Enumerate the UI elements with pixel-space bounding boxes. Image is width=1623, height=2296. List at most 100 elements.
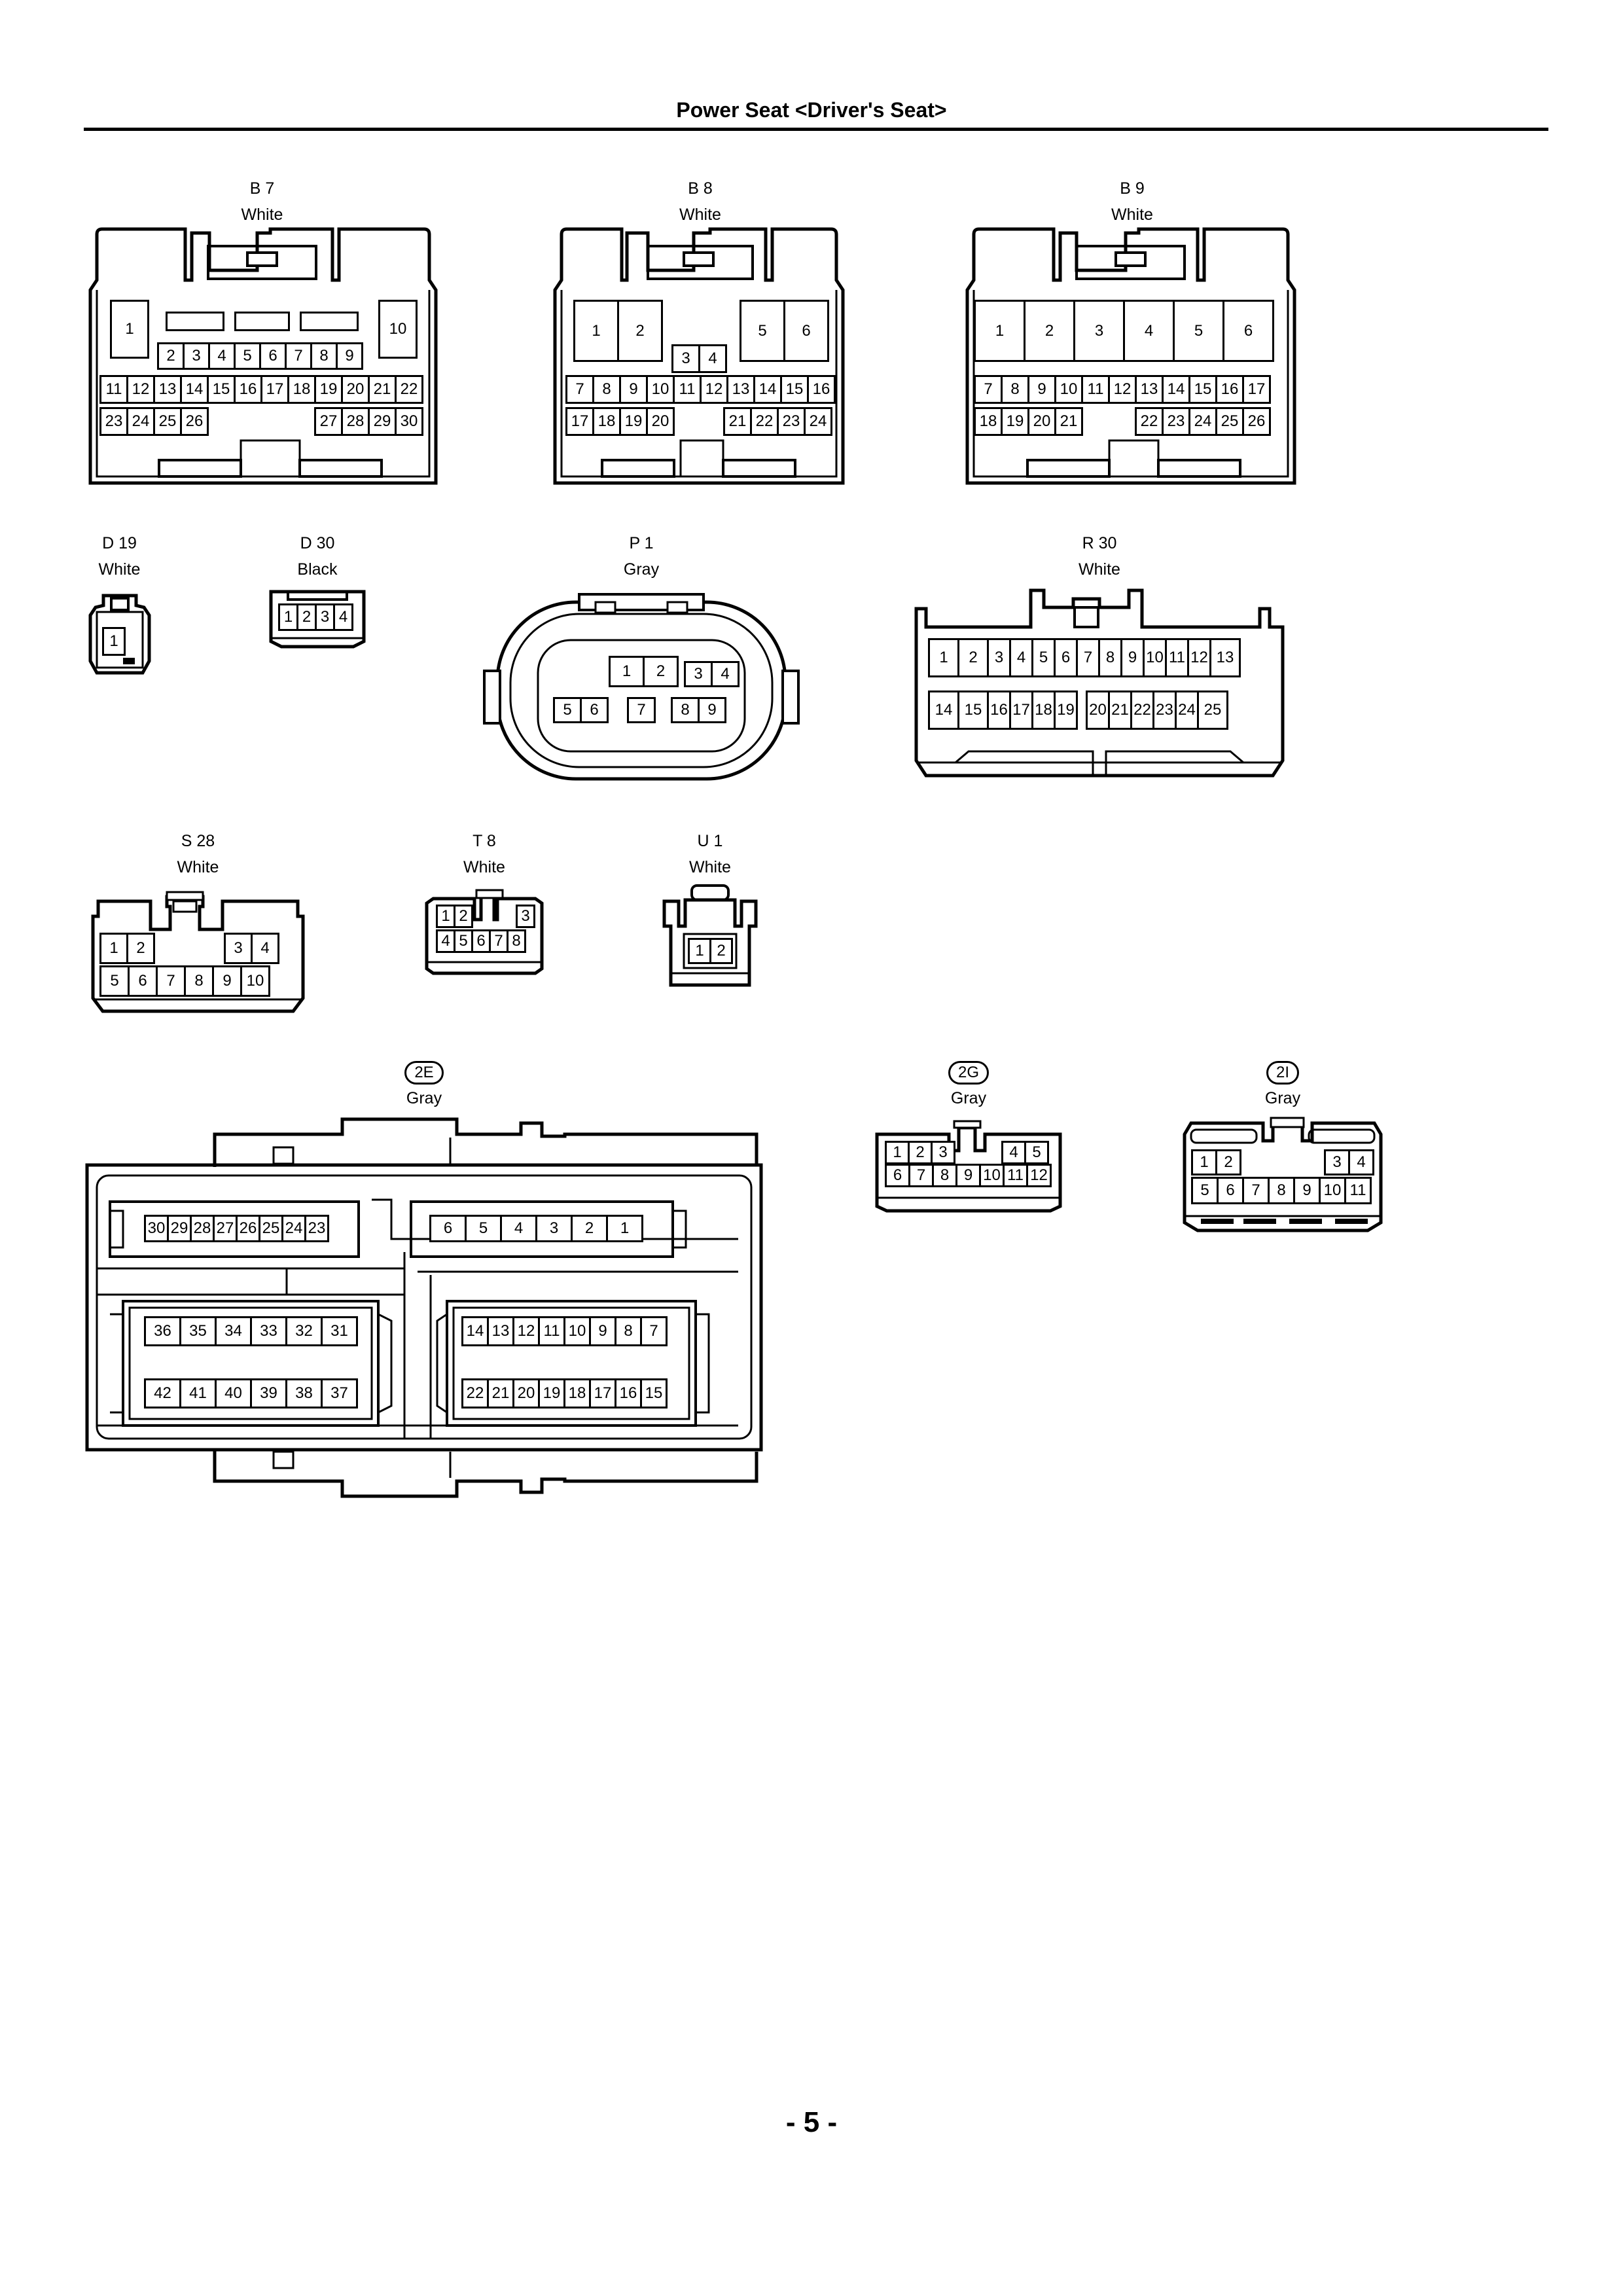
housing-outline <box>88 227 438 485</box>
pin: 13 <box>153 375 182 404</box>
pin: 9 <box>212 965 242 997</box>
pin: 5 <box>454 929 473 953</box>
connector-id: 2G <box>948 1061 989 1085</box>
pin: 8 <box>671 697 700 723</box>
connector-p1: P 1 Gray 1 2 3 4 5 6 7 8 9 <box>478 530 805 785</box>
key-slot <box>300 312 359 331</box>
pin: 7 <box>285 342 312 370</box>
pin: 33 <box>250 1316 287 1346</box>
pin: 14 <box>753 375 782 404</box>
pin: 14 <box>1162 375 1190 404</box>
pin: 8 <box>507 929 526 953</box>
pin: 9 <box>336 342 363 370</box>
connector-color: White <box>679 206 721 224</box>
pin: 8 <box>1098 638 1122 677</box>
pin: 25 <box>1215 407 1244 436</box>
pin: 9 <box>698 697 726 723</box>
pin: 5 <box>1024 1141 1049 1164</box>
pin: 10 <box>979 1164 1005 1187</box>
pin: 10 <box>563 1316 591 1346</box>
pin: 21 <box>723 407 752 436</box>
housing-outline <box>1183 1117 1383 1232</box>
pin: 4 <box>711 661 740 687</box>
pin: 3 <box>987 638 1011 677</box>
pin: 20 <box>1086 691 1110 730</box>
page-title: Power Seat <Driver's Seat> <box>676 98 947 122</box>
pin: 1 <box>573 300 619 362</box>
pin: 14 <box>461 1316 489 1346</box>
pin: 8 <box>932 1164 957 1187</box>
pin: 7 <box>156 965 186 997</box>
pin: 1 <box>974 300 1026 362</box>
pin: 3 <box>315 603 335 631</box>
pin: 7 <box>565 375 594 404</box>
pin: 30 <box>395 407 423 436</box>
pin: 28 <box>190 1215 215 1242</box>
pin: 9 <box>1120 638 1145 677</box>
pin: 18 <box>1031 691 1056 730</box>
pin: 4 <box>1009 638 1033 677</box>
pin: 1 <box>1191 1149 1217 1175</box>
pin: 8 <box>592 375 621 404</box>
pin: 2 <box>1215 1149 1241 1175</box>
pin: 6 <box>580 697 609 723</box>
housing-outline <box>425 889 544 975</box>
pin: 15 <box>780 375 809 404</box>
connector-color: White <box>241 206 283 224</box>
connector-color: White <box>689 858 731 876</box>
connector-2g: 2G Gray 1 2 3 4 5 6 7 8 9 10 11 12 <box>870 1059 1067 1216</box>
pin: 4 <box>436 929 455 953</box>
pin: 19 <box>1054 691 1078 730</box>
connector-id: B 8 <box>688 179 713 198</box>
housing-outline <box>85 1117 763 1498</box>
pin: 1 <box>688 938 711 964</box>
connector-2i: 2I Gray 1 2 3 4 5 6 7 8 9 10 11 <box>1171 1059 1394 1242</box>
connector-u1: U 1 White 1 2 <box>651 828 769 998</box>
pin: 6 <box>1222 300 1274 362</box>
pin: 21 <box>1054 407 1083 436</box>
pin: 8 <box>184 965 214 997</box>
connector-id: D 19 <box>102 534 137 552</box>
pin: 19 <box>538 1378 565 1408</box>
pin: 2 <box>709 938 733 964</box>
pin: 1 <box>885 1141 910 1164</box>
connector-color: White <box>1079 560 1120 579</box>
pin: 16 <box>987 691 1011 730</box>
pin: 4 <box>1001 1141 1026 1164</box>
pin: 3 <box>931 1141 955 1164</box>
pin: 17 <box>260 375 289 404</box>
pin: 4 <box>1348 1149 1374 1175</box>
pin: 4 <box>698 344 727 373</box>
pin: 18 <box>592 407 621 436</box>
pin: 1 <box>606 1215 643 1242</box>
pin: 2 <box>617 300 663 362</box>
pin: 7 <box>489 929 508 953</box>
pin: 1 <box>928 638 959 677</box>
pin: 1 <box>110 300 149 359</box>
pin: 2 <box>908 1141 933 1164</box>
pin: 6 <box>885 1164 910 1187</box>
pin: 27 <box>213 1215 238 1242</box>
pin: 3 <box>516 905 535 928</box>
pin: 37 <box>321 1378 358 1408</box>
connector-color: White <box>463 858 505 876</box>
connector-id: 2E <box>404 1061 444 1085</box>
pin: 13 <box>1135 375 1164 404</box>
pin: 13 <box>1209 638 1241 677</box>
pin: 7 <box>1076 638 1100 677</box>
connector-id: R 30 <box>1082 534 1117 552</box>
pin: 40 <box>215 1378 252 1408</box>
pin: 1 <box>278 603 298 631</box>
pin: 24 <box>804 407 832 436</box>
pin: 3 <box>684 661 713 687</box>
connector-d30: D 30 Black 1 2 3 4 <box>262 530 373 661</box>
pin: 31 <box>321 1316 358 1346</box>
pin: 16 <box>615 1378 642 1408</box>
pin: 2 <box>296 603 317 631</box>
pin: 9 <box>619 375 648 404</box>
pin: 11 <box>99 375 128 404</box>
connector-id: T 8 <box>473 832 496 850</box>
pin: 9 <box>589 1316 616 1346</box>
pin: 16 <box>807 375 836 404</box>
pin: 16 <box>1215 375 1244 404</box>
